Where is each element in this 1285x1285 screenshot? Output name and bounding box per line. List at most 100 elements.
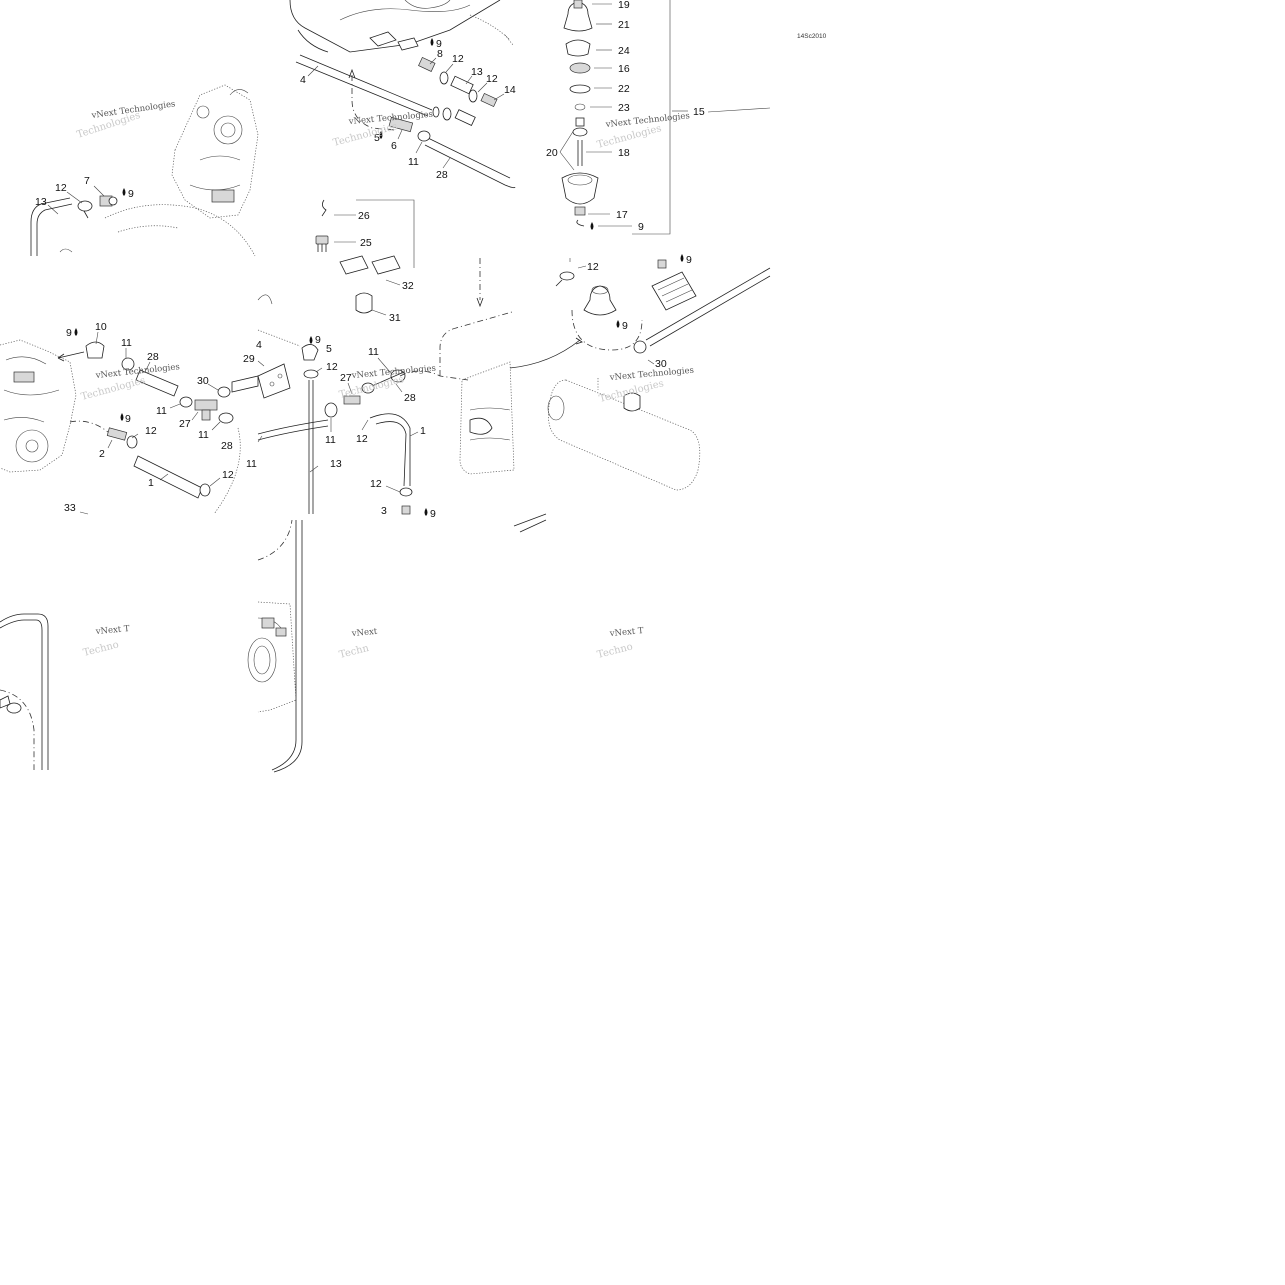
- callout-13: 13: [471, 66, 483, 78]
- callout-11: 11: [246, 458, 257, 470]
- oil-tank-illustration: [459, 361, 515, 475]
- pipe-30: [633, 267, 771, 354]
- oil-drop-icon: [680, 254, 684, 262]
- oil-drop-icon: [309, 336, 313, 344]
- strainer-illustration: [651, 259, 697, 311]
- callout-13: 13: [35, 196, 47, 208]
- callout-1: 1: [148, 477, 154, 489]
- oil-drop-icon: [379, 131, 383, 139]
- muffler-tank-illustration: [547, 379, 701, 491]
- callout-9: 9: [66, 327, 72, 339]
- partial-pipe: [513, 513, 547, 533]
- plug-clip-subassembly: [315, 199, 415, 316]
- callout-7: 7: [84, 175, 90, 187]
- callout-12: 12: [222, 469, 234, 481]
- callout-17: 17: [616, 209, 628, 221]
- routing-line: [257, 329, 301, 347]
- callout-30: 30: [655, 358, 667, 370]
- callout-15: 15: [693, 106, 705, 118]
- hose-28-mid: [257, 402, 338, 441]
- fitting-5-clamp-12: [301, 344, 319, 379]
- callout-12: 12: [356, 433, 368, 445]
- callout-11: 11: [325, 434, 336, 446]
- callout-21: 21: [618, 19, 630, 31]
- hose-4: [295, 54, 440, 118]
- callout-26: 26: [358, 210, 370, 222]
- fittings-9-10: [57, 341, 105, 362]
- callout-30: 30: [197, 375, 209, 387]
- return-line-dashed: [348, 68, 396, 131]
- watermark-text: vNext T: [94, 624, 130, 637]
- callout-5: 5: [374, 132, 380, 144]
- hose-1-left: [133, 455, 211, 499]
- callout-9: 9: [128, 188, 134, 200]
- callout-9: 9: [436, 38, 442, 50]
- callout-9: 9: [125, 413, 131, 425]
- callout-12: 12: [486, 73, 498, 85]
- callout-12: 12: [452, 53, 464, 65]
- callout-4: 4: [256, 339, 262, 351]
- tile-top-right: 19 21 24 16 22 23 15 20 18 17 9 vNext Te…: [546, 0, 771, 235]
- callout-11: 11: [368, 346, 379, 358]
- callout-2: 2: [99, 448, 105, 460]
- callout-1: 1: [420, 425, 426, 437]
- filter-stack-illustration: [561, 0, 599, 230]
- callout-25: 25: [360, 237, 372, 249]
- hose-30: [217, 375, 259, 398]
- callout-9: 9: [638, 221, 644, 233]
- callout-10: 10: [95, 321, 107, 333]
- tile-top-left: 13 12 7 9 vNext Technologies Technologie…: [30, 84, 259, 257]
- tile-bottom-left: vNext T Techno: [0, 613, 130, 770]
- tile-middle-center: 9 5 12 29 4 11 27 28 11 12 28 11 13 1 12…: [221, 258, 515, 520]
- callout-4: 4: [300, 74, 306, 86]
- callout-11: 11: [121, 337, 132, 349]
- callout-5: 5: [326, 343, 332, 355]
- callout-16: 16: [618, 63, 630, 75]
- oil-drop-icon: [616, 320, 620, 328]
- tee-27: [179, 396, 234, 424]
- callout-14: 14: [504, 84, 516, 96]
- tile-bottom-middle: vNext Techn: [247, 519, 378, 773]
- oil-drop-icon: [430, 38, 434, 46]
- callout-19: 19: [618, 0, 630, 11]
- callout-28: 28: [436, 169, 448, 181]
- callout-31: 31: [389, 312, 401, 324]
- callout-28: 28: [404, 392, 416, 404]
- tile-middle-right: 12 9 9 30 vNext Technologies Technologie…: [509, 254, 771, 533]
- fittings-top-middle: [388, 56, 498, 142]
- hose-28-top: [424, 137, 516, 189]
- callout-20: 20: [546, 147, 558, 159]
- oil-drop-icon: [122, 188, 126, 196]
- watermark-text: Techno: [82, 639, 120, 658]
- callout-12: 12: [326, 361, 338, 373]
- clamp-12-right: [555, 258, 575, 287]
- callout-28: 28: [221, 440, 233, 452]
- engine-block-illustration: [171, 84, 259, 219]
- hose-28-left: [135, 369, 179, 397]
- bracket-29: [257, 363, 291, 399]
- callout-9: 9: [622, 320, 628, 332]
- clamp-12-topleft: [77, 200, 93, 219]
- lower-cover-illustration: [59, 204, 256, 257]
- callout-32: 32: [402, 280, 414, 292]
- callout-11: 11: [156, 405, 167, 417]
- callout-12: 12: [145, 425, 157, 437]
- hose-13-vertical: [308, 380, 314, 514]
- hose-1-mid: [369, 413, 413, 515]
- fitting-2: [69, 420, 138, 449]
- callout-18: 18: [618, 147, 630, 159]
- callout-28: 28: [147, 351, 159, 363]
- tile-middle-left: 9 10 11 28 30 11 27 11 9 12 2 1 12 33 vN…: [0, 321, 259, 515]
- callout-9: 9: [686, 254, 692, 266]
- watermark-text: Techno: [596, 641, 634, 660]
- callout-9: 9: [315, 334, 321, 346]
- oil-drop-icon: [120, 413, 124, 421]
- watermark-text: Techn: [338, 643, 371, 661]
- reservoir-cap-illustration: [509, 285, 643, 369]
- callout-6: 6: [391, 140, 397, 152]
- watermark-text: vNext: [350, 627, 378, 639]
- frame-illustration: [289, 0, 514, 53]
- callout-12: 12: [55, 182, 67, 194]
- callout-11: 11: [198, 429, 209, 441]
- watermark-text: vNext T: [608, 626, 644, 639]
